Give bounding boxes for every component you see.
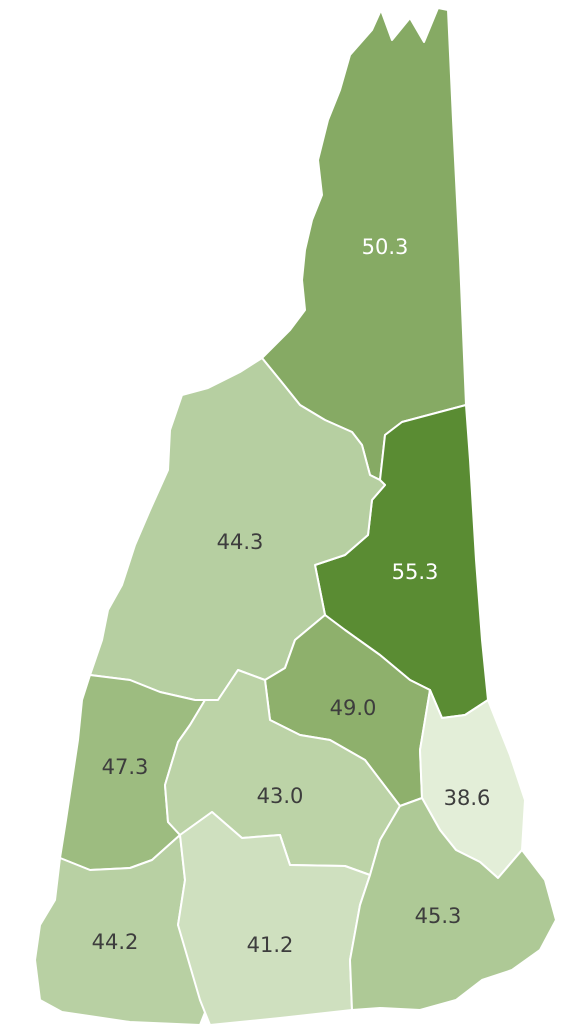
strafford-county-value-label: 38.6 <box>444 786 491 810</box>
merrimack-county-value-label: 43.0 <box>257 784 304 808</box>
rockingham-county[interactable] <box>349 797 557 1011</box>
belknap-county-value-label: 49.0 <box>330 696 377 720</box>
rockingham-county-value-label: 45.3 <box>415 904 462 928</box>
cheshire-county-value-label: 44.2 <box>92 930 139 954</box>
county-shapes <box>34 7 557 1026</box>
sullivan-county-value-label: 47.3 <box>102 755 149 779</box>
county-value-labels: 50.3 55.3 44.3 49.0 47.3 43.0 38.6 44.2 … <box>92 235 491 957</box>
coos-county-value-label: 50.3 <box>362 235 409 259</box>
grafton-county-value-label: 44.3 <box>217 530 264 554</box>
hillsborough-county-value-label: 41.2 <box>247 933 294 957</box>
carroll-county-value-label: 55.3 <box>392 560 439 584</box>
